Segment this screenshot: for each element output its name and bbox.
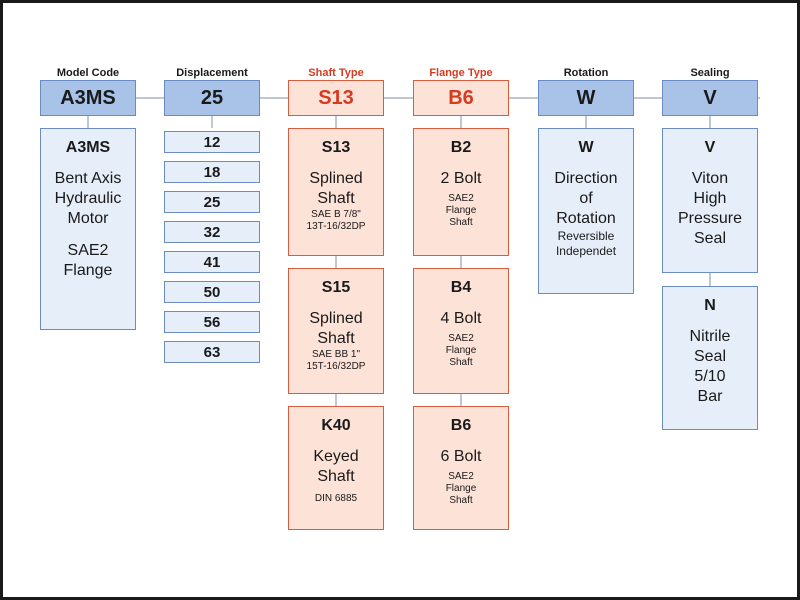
header-flange-type: B6 <box>413 80 509 116</box>
rotation-code: W <box>578 139 594 156</box>
sealing-line: Pressure <box>677 210 743 227</box>
flange-code: B2 <box>450 139 472 156</box>
sealing-line: Bar <box>697 388 723 405</box>
label-shaft-type: Shaft Type <box>308 67 364 79</box>
displacement-option: 32 <box>164 221 260 243</box>
model-line: Bent Axis <box>54 170 122 187</box>
shaft-detail: SAE BB 1" <box>311 349 361 360</box>
sealing-line: Viton <box>691 170 729 187</box>
model-line: SAE2 <box>67 242 109 259</box>
flange-option: B6 6 Bolt SAE2 Flange Shaft <box>413 406 509 530</box>
shaft-option: K40 Keyed Shaft DIN 6885 <box>288 406 384 530</box>
label-model-code: Model Code <box>56 67 120 79</box>
flange-detail: Flange <box>445 345 477 356</box>
displacement-option: 56 <box>164 311 260 333</box>
shaft-line: Splined <box>309 310 363 327</box>
flange-detail: Shaft <box>449 357 473 368</box>
shaft-line: Shaft <box>317 468 355 485</box>
header-sealing: V <box>662 80 758 116</box>
label-rotation: Rotation <box>563 67 609 79</box>
sealing-line: 5/10 <box>694 368 726 385</box>
displacement-option: 63 <box>164 341 260 363</box>
flange-line: 2 Bolt <box>440 170 482 187</box>
displacement-option: 25 <box>164 191 260 213</box>
shaft-option: S13 Splined Shaft SAE B 7/8" 13T-16/32DP <box>288 128 384 256</box>
displacement-option: 41 <box>164 251 260 273</box>
displacement-option: 12 <box>164 131 260 153</box>
flange-detail: Shaft <box>449 217 473 228</box>
shaft-detail: DIN 6885 <box>314 493 358 504</box>
rotation-detail: Reversible <box>557 229 615 243</box>
flange-detail: SAE2 <box>448 193 474 204</box>
flange-detail: SAE2 <box>448 333 474 344</box>
shaft-line: Shaft <box>317 190 355 207</box>
rotation-line: of <box>579 190 593 207</box>
model-line: Flange <box>63 262 113 279</box>
model-line: Hydraulic <box>54 190 122 207</box>
sealing-line: Seal <box>693 230 727 247</box>
flange-detail: Shaft <box>449 495 473 506</box>
header-displacement: 25 <box>164 80 260 116</box>
rotation-detail: Independet <box>555 244 617 258</box>
model-code: A3MS <box>65 139 111 156</box>
sealing-option: N Nitrile Seal 5/10 Bar <box>662 286 758 430</box>
flange-line: 6 Bolt <box>440 448 482 465</box>
model-description: A3MS Bent Axis Hydraulic Motor SAE2 Flan… <box>40 128 136 330</box>
rotation-line: Direction <box>554 170 618 187</box>
shaft-code: K40 <box>321 417 351 434</box>
rotation-line: Rotation <box>556 210 616 227</box>
shaft-option: S15 Splined Shaft SAE BB 1" 15T-16/32DP <box>288 268 384 394</box>
header-model-code: A3MS <box>40 80 136 116</box>
shaft-line: Keyed <box>313 448 359 465</box>
model-line: Motor <box>67 210 109 227</box>
flange-option: B4 4 Bolt SAE2 Flange Shaft <box>413 268 509 394</box>
sealing-line: High <box>693 190 727 207</box>
flange-option: B2 2 Bolt SAE2 Flange Shaft <box>413 128 509 256</box>
flange-detail: Flange <box>445 205 477 216</box>
shaft-line: Shaft <box>317 330 355 347</box>
shaft-detail: 13T-16/32DP <box>306 221 366 232</box>
flange-code: B6 <box>450 417 472 434</box>
displacement-option: 18 <box>164 161 260 183</box>
sealing-option: V Viton High Pressure Seal <box>662 128 758 273</box>
flange-line: 4 Bolt <box>440 310 482 327</box>
shaft-detail: 15T-16/32DP <box>306 361 366 372</box>
header-rotation: W <box>538 80 634 116</box>
sealing-code: N <box>704 297 716 314</box>
displacement-option: 50 <box>164 281 260 303</box>
rotation-description: W Direction of Rotation Reversible Indep… <box>538 128 634 294</box>
shaft-code: S15 <box>321 279 351 296</box>
label-displacement: Displacement <box>176 67 248 79</box>
sealing-line: Seal <box>693 348 727 365</box>
shaft-line: Splined <box>309 170 363 187</box>
label-flange-type: Flange Type <box>429 67 493 79</box>
flange-code: B4 <box>450 279 472 296</box>
flange-detail: SAE2 <box>448 471 474 482</box>
sealing-line: Nitrile <box>689 328 731 345</box>
shaft-detail: SAE B 7/8" <box>311 209 361 220</box>
header-shaft-type: S13 <box>288 80 384 116</box>
label-sealing: Sealing <box>690 67 730 79</box>
shaft-code: S13 <box>321 139 351 156</box>
flange-detail: Flange <box>445 483 477 494</box>
sealing-code: V <box>704 139 716 156</box>
